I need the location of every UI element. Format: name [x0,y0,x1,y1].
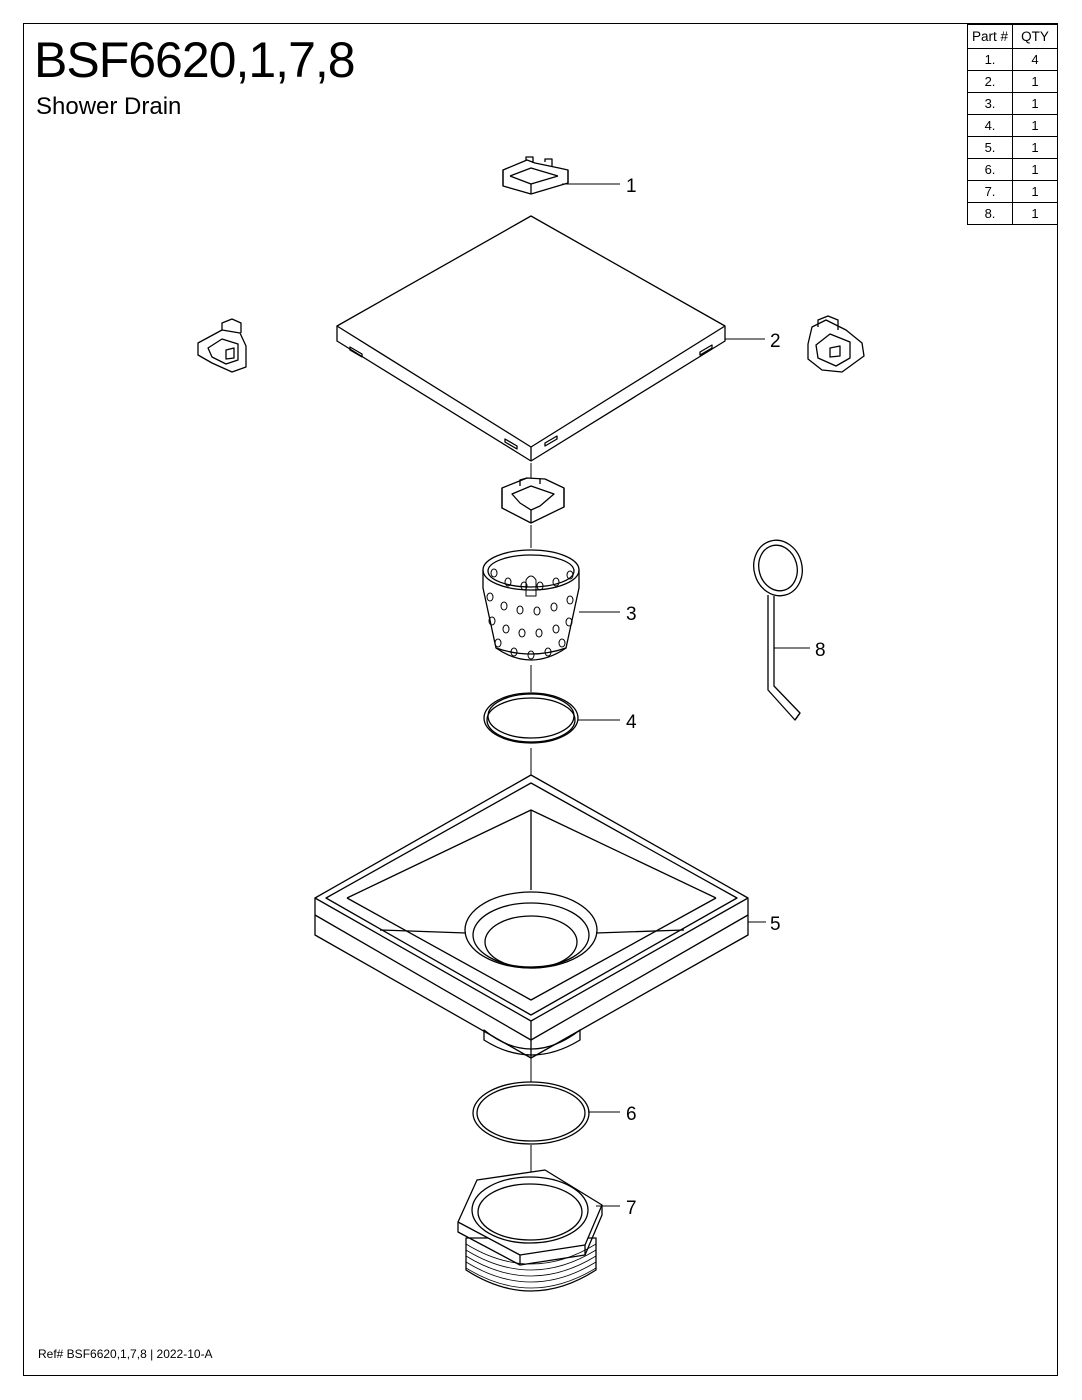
hex-nut-part-7 [457,1169,603,1292]
drawing-border [23,23,1058,1376]
removal-tool-part-8 [753,539,803,721]
callout-1: 1 [626,176,637,197]
leader-lines [562,183,810,1207]
page-subtitle: Shower Drain [36,93,182,120]
part-qty: 1 [1012,202,1058,225]
callout-2: 2 [770,331,781,352]
page-title: BSF6620,1,7,8 [34,32,356,88]
table-row: 8.1 [967,202,1058,225]
table-row: 2.1 [967,70,1058,93]
grate-part-2 [336,215,726,462]
table-row: 1.4 [967,48,1058,71]
clip-left-part-1 [197,318,247,373]
table-row: 4.1 [967,114,1058,137]
table-row: 3.1 [967,92,1058,115]
strainer-basket-part-3 [482,549,580,661]
callout-6: 6 [626,1104,637,1125]
part-number: 8. [967,202,1013,225]
o-ring-part-4 [483,692,579,744]
callout-labels: 1 2 3 4 5 6 7 8 [626,176,826,1219]
callout-7: 7 [626,1198,637,1219]
clip-bottom-part-1 [501,477,565,524]
clip-right-part-1 [807,315,865,373]
table-row: 5.1 [967,136,1058,159]
parts-table: Part # QTY 1.4 2.1 3.1 4.1 5.1 6.1 7.1 8… [967,24,1058,225]
callout-3: 3 [626,604,637,625]
callout-8: 8 [815,640,826,661]
drain-body-part-5 [314,774,749,1059]
table-row: 7.1 [967,180,1058,203]
reference-footer: Ref# BSF6620,1,7,8 | 2022-10-A [38,1347,213,1361]
header-qty: QTY [1012,24,1058,49]
clip-top-part-1 [502,156,569,195]
callout-4: 4 [626,712,637,733]
gasket-part-6 [472,1081,590,1145]
callout-5: 5 [770,914,781,935]
